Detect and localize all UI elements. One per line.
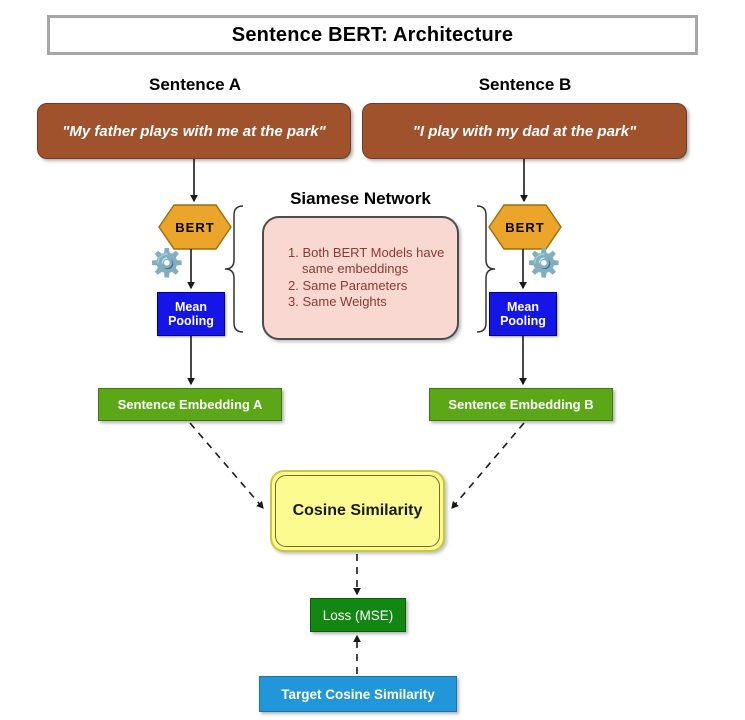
gear-icon: ⚙️ <box>527 248 561 278</box>
sentence-embedding-b-label: Sentence Embedding B <box>448 397 594 412</box>
loss-label: Loss (MSE) <box>322 607 394 623</box>
sentence-b-text: "I play with my dad at the park" <box>412 122 637 140</box>
bert-node-a: BERT <box>159 205 231 249</box>
sentence-b-box: "I play with my dad at the park" <box>362 103 687 159</box>
sentence-a-text: "My father plays with me at the park" <box>62 122 326 140</box>
target-cosine-similarity-label: Target Cosine Similarity <box>281 686 435 702</box>
sentence-embedding-a-label: Sentence Embedding A <box>117 397 263 412</box>
mean-pooling-a-box: Mean Pooling <box>157 292 225 336</box>
bert-b-label: BERT <box>505 219 545 235</box>
sentence-a-box: "My father plays with me at the park" <box>37 103 351 159</box>
caption-siamese-network: Siamese Network <box>290 189 431 208</box>
siamese-network-box: Both BERT Models have same embeddings Sa… <box>262 216 459 340</box>
caption-sentence-b: Sentence B <box>478 75 572 94</box>
cosine-similarity-inner: Cosine Similarity <box>275 475 440 547</box>
arrow-embed-b-to-cosine <box>451 422 525 509</box>
target-cosine-similarity-box: Target Cosine Similarity <box>259 676 457 712</box>
mean-pooling-b-line1: Mean <box>507 300 539 314</box>
caption-sentence-a: Sentence A <box>149 75 241 94</box>
mean-pooling-a-line2: Pooling <box>168 314 214 328</box>
sentence-embedding-b-box: Sentence Embedding B <box>429 388 613 421</box>
sentence-embedding-a-box: Sentence Embedding A <box>98 388 282 421</box>
siamese-properties-list: Both BERT Models have same embeddings Sa… <box>264 245 457 311</box>
mean-pooling-b-box: Mean Pooling <box>489 292 557 336</box>
list-item: Same Parameters <box>302 277 408 293</box>
page-title: Sentence BERT: Architecture <box>231 23 514 46</box>
cosine-similarity-box: Cosine Similarity <box>270 470 445 552</box>
diagram-title-box: Sentence BERT: Architecture <box>47 15 698 55</box>
loss-box: Loss (MSE) <box>310 598 406 632</box>
bert-a-label: BERT <box>175 219 215 235</box>
gear-icon: ⚙️ <box>150 248 184 278</box>
cosine-similarity-label: Cosine Similarity <box>292 502 423 519</box>
list-item: Both BERT Models have same embeddings <box>302 244 445 276</box>
mean-pooling-b-line2: Pooling <box>500 314 546 328</box>
arrow-embed-a-to-cosine <box>189 422 264 509</box>
bert-node-b: BERT <box>489 205 561 249</box>
mean-pooling-a-line1: Mean <box>175 300 207 314</box>
list-item: Same Weights <box>302 294 387 310</box>
